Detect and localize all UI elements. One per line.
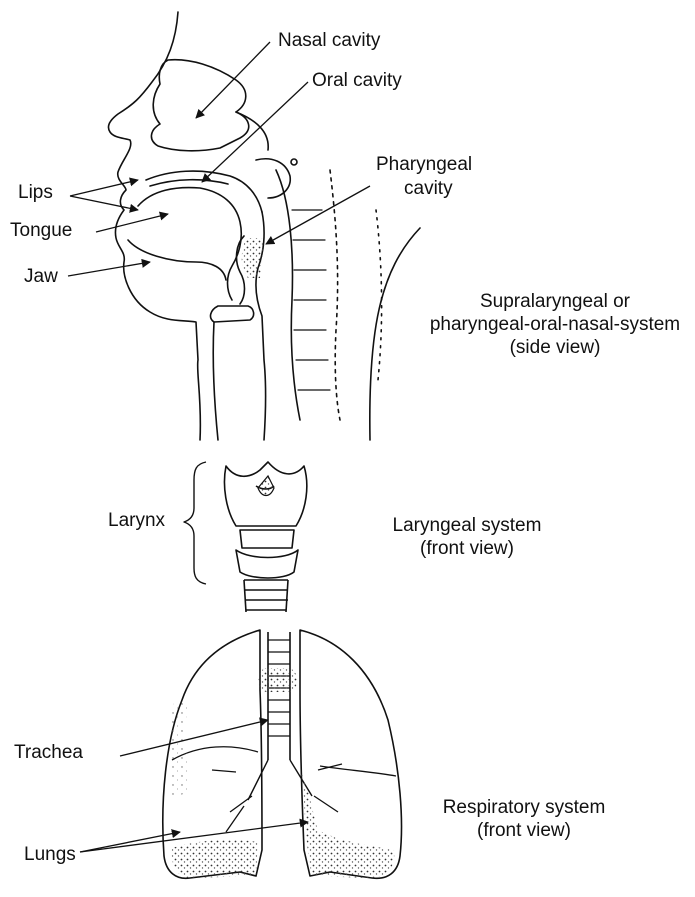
supralaryngeal-caption-line2: pharyngeal-oral-nasal-system: [420, 313, 690, 336]
spine-outline: [276, 170, 300, 420]
nasal-cavity-pointer: [196, 42, 270, 118]
leader-lines: [68, 42, 370, 852]
supralaryngeal-caption: Supralaryngeal or pharyngeal-oral-nasal-…: [420, 290, 690, 359]
oral-cavity-pointer: [202, 82, 308, 182]
lungs-label: Lungs: [24, 844, 76, 866]
cricoid-cartilage: [236, 550, 298, 578]
laryngeal-caption-line1: Laryngeal system: [362, 514, 572, 537]
lips-label: Lips: [18, 182, 53, 204]
jaw-pointer: [68, 262, 150, 276]
larynx-front-view: [184, 462, 307, 612]
respiratory-caption-line1: Respiratory system: [414, 796, 634, 819]
larynx-trachea-rings: [244, 580, 288, 610]
lips-pointer-upper: [70, 180, 138, 196]
tongue-outline: [138, 188, 241, 300]
lips-pointer-lower: [70, 196, 138, 210]
larynx-brace: [184, 462, 206, 584]
tongue-pointer: [96, 214, 168, 232]
nasal-cavity-outline: [151, 60, 248, 151]
laryngeal-caption-line2: (front view): [362, 537, 572, 560]
pharyngeal-cavity-label-line1: Pharyngeal: [376, 154, 472, 176]
nasal-cavity-label: Nasal cavity: [278, 30, 380, 52]
epiglottis-outline: [211, 306, 254, 322]
supralaryngeal-caption-line1: Supralaryngeal or: [420, 290, 690, 313]
tongue-label: Tongue: [10, 220, 72, 242]
trachea-tube: [268, 632, 290, 760]
neck-back-outline: [370, 228, 420, 440]
supralaryngeal-caption-line3: (side view): [420, 336, 690, 359]
lungs-pointer-left: [80, 832, 180, 852]
larynx-label: Larynx: [108, 510, 165, 532]
oral-cavity-label: Oral cavity: [312, 70, 402, 92]
jaw-label: Jaw: [24, 266, 58, 288]
respiratory-caption: Respiratory system (front view): [414, 796, 634, 842]
laryngeal-caption: Laryngeal system (front view): [362, 514, 572, 560]
lungs-front-view: [163, 630, 402, 878]
respiratory-caption-line2: (front view): [414, 819, 634, 842]
pharyngeal-cavity-label-line2: cavity: [404, 178, 453, 200]
jaw-outline: [128, 240, 226, 280]
trachea-label: Trachea: [14, 742, 83, 764]
palate-outline: [146, 171, 262, 212]
